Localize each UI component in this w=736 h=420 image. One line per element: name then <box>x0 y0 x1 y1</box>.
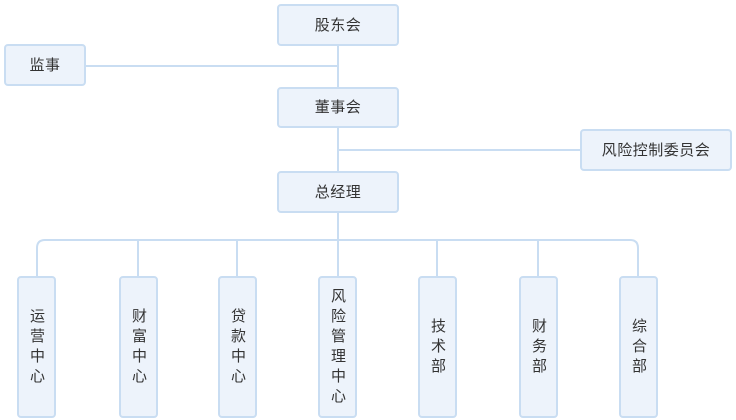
department-node-wealth: 财富中心 <box>119 276 158 418</box>
department-node-technology: 技术部 <box>418 276 457 418</box>
department-node-risk-management: 风险管理中心 <box>318 276 357 418</box>
risk-committee-node: 风险控制委员会 <box>580 129 732 171</box>
department-node-general-affairs: 综合部 <box>619 276 658 418</box>
general-manager-node: 总经理 <box>277 171 399 213</box>
department-node-operations: 运营中心 <box>17 276 56 418</box>
department-node-finance: 财务部 <box>519 276 558 418</box>
board-node: 董事会 <box>277 87 399 128</box>
supervisor-node: 监事 <box>4 44 86 86</box>
connector-department-bar <box>36 239 639 277</box>
department-node-loans: 贷款中心 <box>218 276 257 418</box>
shareholders-node: 股东会 <box>277 4 399 46</box>
